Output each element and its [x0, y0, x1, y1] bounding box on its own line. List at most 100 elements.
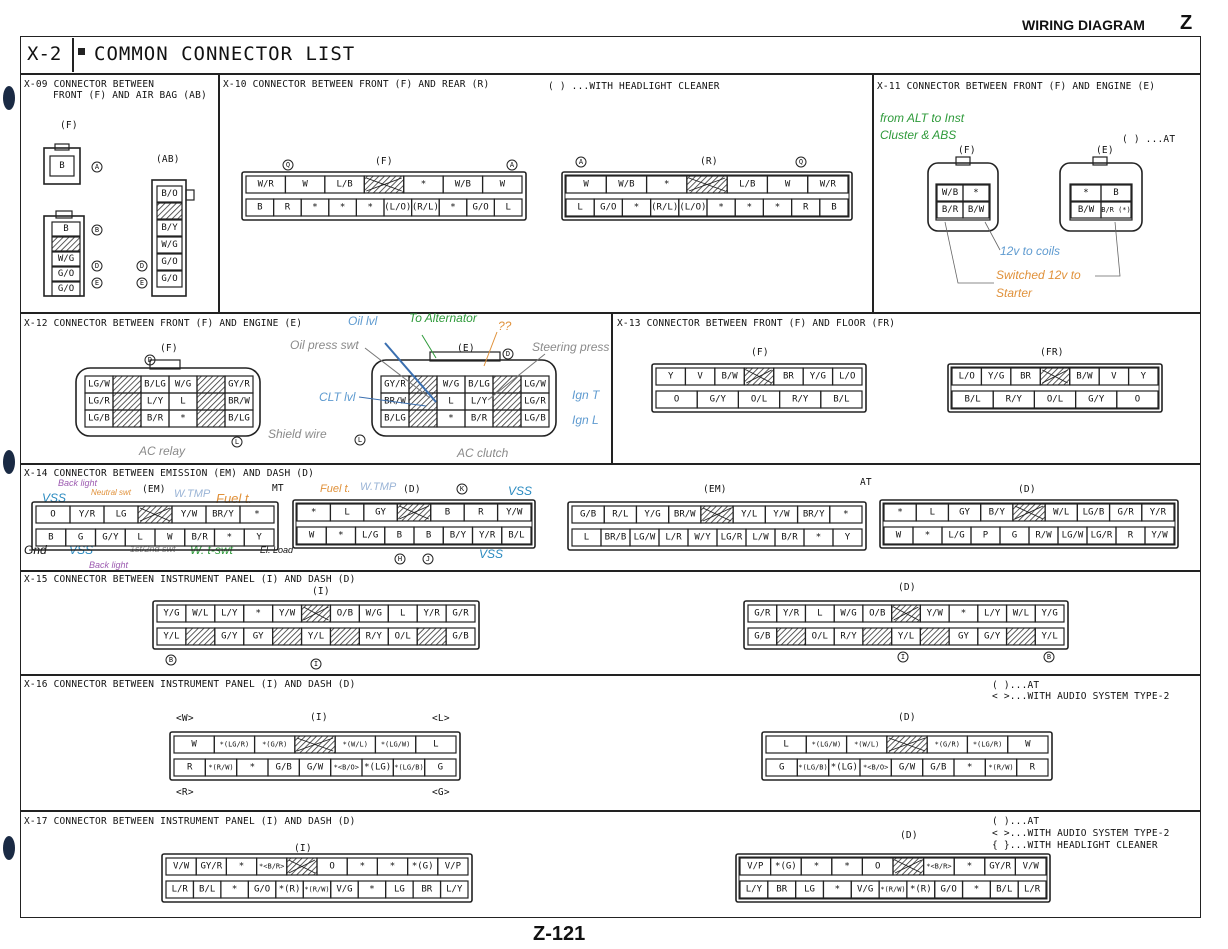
x12-f-row2-pin-5: B/LG [228, 414, 250, 424]
x10-f-top-pin-0: W/R [258, 180, 275, 190]
x14-mt-d-bottom-cell-7 [501, 526, 532, 545]
x17-d-label: (D) [900, 830, 918, 841]
x16-d-bottom-pin-8: R [1030, 763, 1036, 773]
x14-at-d-top-pin-7: G/R [1118, 508, 1135, 518]
x16-i-shell [169, 731, 461, 781]
x12-f-row2-cavity-4 [196, 409, 226, 428]
x13-f-top-pin-0: Y [668, 372, 674, 382]
x09-ab-pin-3: W/G [161, 240, 177, 250]
x14-at-d-bottom-pin-3: P [983, 531, 989, 541]
x14-mt-em-top-cell-6 [239, 505, 275, 524]
x14-mt-d-bottom-pin-3: B [397, 531, 402, 541]
x09-marker-b-circle [91, 224, 103, 236]
x16-d-top-cell-6 [1007, 735, 1049, 754]
x09-marker-e1-circle [91, 277, 103, 289]
x12-arrow-clt [358, 396, 427, 407]
x14-mt-d-shell [292, 499, 536, 549]
x14-at-em-bottom-pin-6: L/W [752, 533, 769, 543]
x15-marker-i-i-circle [310, 658, 322, 670]
x14-mt-d-top-pin-0: * [311, 508, 316, 518]
x14-marker-k: K [460, 485, 465, 493]
x12-f-row0-cavity-4 [196, 375, 226, 394]
x12-f-row1-pin-0: LG/R [88, 397, 110, 407]
x17-d-top-pin-1: *(G) [775, 862, 797, 872]
note-vss-d-top: VSS [508, 484, 533, 498]
x15-d-bottom-pin-0: G/B [754, 632, 770, 642]
x15-d-bottom-cell-10 [1034, 627, 1065, 646]
x16-d-bottom-pin-1: *(LG/B) [798, 764, 828, 772]
x13-f-shell [651, 363, 867, 413]
x13-fr-shell [947, 363, 1163, 413]
x14-mt-d-top-pin-4: B [445, 508, 450, 518]
x12-f-shell [75, 367, 261, 437]
x13-fr-label: (FR) [1040, 347, 1064, 358]
x12-f-row2-pin-3: * [180, 414, 185, 424]
x10-marker-r-right: Q [799, 158, 803, 166]
x10-marker-f-left-circle [282, 159, 294, 171]
x12-marker-e-l-circle [354, 434, 366, 446]
x10-r-top-pin-1: W/B [618, 180, 634, 190]
x16-i-bottom-pin-7: *(LG/B) [394, 764, 424, 772]
x10-r-top-pin-6: W/R [820, 180, 837, 190]
x14-mt-d-bottom-pin-1: * [338, 531, 343, 541]
x14-at-em-top-cell-8 [829, 505, 863, 524]
x11-e-label: (E) [1096, 145, 1114, 156]
x15-i-top-pin-7: W/G [366, 609, 382, 619]
x10-f-bottom-pin-8: G/O [472, 203, 488, 213]
x15-d-lock [893, 606, 919, 621]
note-shield-wire: Shield wire [268, 427, 327, 441]
x10-f-top-pin-6: W [500, 180, 506, 190]
x13-fr-bottom-pin-2: O/L [1047, 395, 1063, 405]
x14-at-d-inner-shell [882, 502, 1176, 546]
x10-marker-f-left: Q [286, 161, 290, 169]
x15-d-top-pin-9: W/L [1013, 609, 1029, 619]
x12-f-row1-pin-2: L/Y [147, 397, 164, 407]
x15-d-top-pin-6: Y/W [927, 609, 944, 619]
x14-at-em-lock [702, 507, 732, 522]
x09-ab-cell-2 [156, 219, 183, 237]
x14-mt-em-bottom-pin-3: L [137, 533, 142, 543]
x10-f-label: (F) [375, 156, 393, 167]
x13-f-bottom-pin-0: O [674, 395, 679, 405]
x15-i-bottom-cavity-6 [329, 627, 360, 646]
x17-d-top-pin-7: * [967, 862, 972, 872]
x17-note-headlight: { }...WITH HEADLIGHT CLEANER [992, 840, 1158, 851]
note-to-alternator: To Alternator [409, 311, 477, 325]
title-rule [20, 73, 1201, 75]
x15-marker-i-b-circle [165, 654, 177, 666]
x13-fr-bottom-pin-4: O [1135, 395, 1140, 405]
x15-title: X-15 CONNECTOR BETWEEN INSTRUMENT PANEL … [24, 574, 356, 585]
x10-r-inner-shell [564, 174, 850, 218]
x09-marker-a: A [95, 163, 100, 171]
x13-fr-bottom-pin-3: G/Y [1088, 395, 1105, 405]
binder-hole-middle [3, 450, 15, 474]
x12-f-row1-pin-5: BR/W [228, 397, 250, 407]
x09-marker-b: B [95, 226, 99, 234]
x12-e-row0-pin-2: W/G [443, 380, 459, 390]
x17-i-bottom-pin-6: V/G [336, 885, 352, 895]
x10-r-bottom-pin-7: * [775, 203, 780, 213]
x16-i-top-pin-4: *(W/L) [343, 741, 368, 749]
x09-marker-e1: E [95, 279, 99, 287]
x16-title: X-16 CONNECTOR BETWEEN INSTRUMENT PANEL … [24, 679, 356, 690]
x11-e-cell-1 [1100, 184, 1132, 202]
x17-d-lock [894, 859, 922, 874]
x09-f-big-pin-4: G/O [58, 284, 74, 294]
x17-d-top-pin-3: * [844, 862, 849, 872]
x13-fr-top-pin-6: Y [1141, 372, 1147, 382]
x14-at-em-shell [567, 501, 867, 551]
x09-f-big-pin-0: B [63, 224, 68, 234]
rule-row4 [20, 674, 1201, 676]
x11-f-inner [935, 183, 991, 221]
x12-e-row1-pin-3: L/Y [471, 397, 488, 407]
rule-row5 [20, 810, 1201, 812]
x14-at-d-top-pin-1: L [930, 508, 935, 518]
x15-marker-d-i-circle [897, 651, 909, 663]
x14-at-d-top-pin-6: LG/B [1083, 508, 1105, 518]
x12-e-row0-pin-3: B/LG [468, 380, 490, 390]
note-switched-starter: Switched 12v to Starter [996, 268, 1081, 300]
x13-fr-top-pin-0: L/O [959, 372, 975, 382]
x16-i-bottom-pin-5: *<B/O> [334, 764, 359, 772]
x14-mt-em-top-pin-0: O [50, 510, 55, 520]
x14-at-em-bottom-pin-4: W/Y [694, 533, 711, 543]
